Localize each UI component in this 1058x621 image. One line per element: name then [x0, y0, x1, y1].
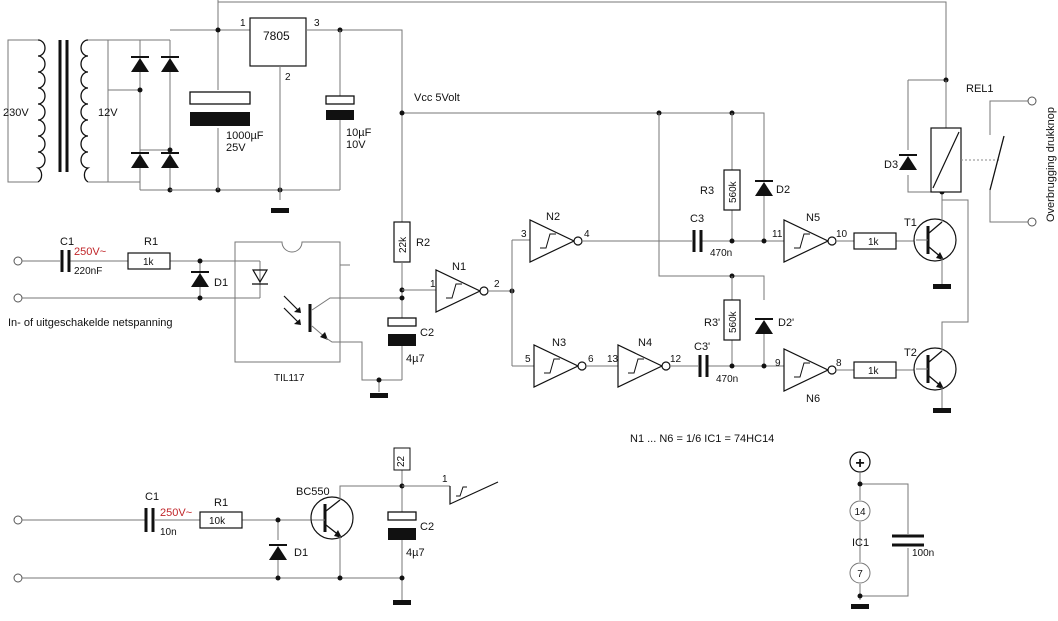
c3b-value: 470n: [716, 374, 738, 385]
regulator-7805: 7805 1 3 2: [240, 17, 403, 250]
input-note: In- of uitgeschakelde netspanning: [8, 317, 173, 329]
alt-r1-label: R1: [214, 497, 228, 509]
cap-reg-value: 10µF: [346, 127, 372, 139]
n3-label: N3: [552, 337, 566, 349]
gate-n4: N4 13 12: [607, 337, 784, 388]
opto-label: TIL117: [274, 373, 305, 384]
gate-n2: N2 3 4: [521, 211, 784, 263]
alt-transistor-label: BC550: [296, 486, 330, 498]
bridge-rectifier: [108, 39, 179, 193]
alt-c1-value: 10n: [160, 527, 177, 538]
n1-pin1: 1: [430, 279, 436, 290]
d1-label: D1: [214, 277, 228, 289]
input-section: C1 250V~ 220nF 1k R1 D1 In- of uitgescha…: [8, 236, 260, 329]
ic-power: + 14 IC1 7 100n: [849, 451, 934, 609]
secondary-label: 12V: [98, 107, 118, 119]
alt-input-section: C1 250V~ 10n 10k R1 D1 BC550 C2 4µ7 22: [13, 447, 499, 605]
regulator-pin2: 2: [285, 72, 291, 83]
alt-pin1: 1: [442, 474, 448, 485]
gate-n5: N5 11 10 1k: [772, 212, 916, 263]
c2-value: 4µ7: [406, 353, 425, 365]
c1-value: 220nF: [74, 266, 102, 277]
alt-r1-value: 10k: [209, 516, 226, 527]
n1-pin2: 2: [494, 279, 500, 290]
transistor-t2: T2: [904, 199, 969, 413]
transistor-t1: T1: [904, 192, 957, 289]
supply-rails: [170, 0, 947, 193]
ic-cap-value: 100n: [912, 548, 934, 559]
alt-c2-label: C2: [420, 521, 434, 533]
cap-main-voltage: 25V: [226, 142, 246, 154]
relay: D3 REL1 Overbrugging drukknop: [884, 77, 1057, 227]
r2-value: 22k: [398, 236, 409, 253]
n4-pin13: 13: [607, 354, 619, 365]
gate-note: N1 ... N6 = 1/6 IC1 = 74HC14: [630, 433, 774, 445]
n4-label: N4: [638, 337, 652, 349]
d3-label: D3: [884, 159, 898, 171]
regulator-label: 7805: [263, 29, 290, 43]
gate-n6: N6 9 8 1k: [775, 348, 916, 405]
rt2-value: 1k: [868, 366, 880, 377]
regulator-capacitor: 10µF 10V: [325, 30, 372, 190]
gate-n3: N3 5 6: [525, 337, 618, 388]
relay-label: REL1: [966, 83, 994, 95]
ic-pin14: 14: [854, 507, 866, 518]
n6-pin8: 8: [836, 358, 842, 369]
n2-pin3: 3: [521, 229, 527, 240]
cap-reg-voltage: 10V: [346, 139, 366, 151]
d2-label: D2: [776, 184, 790, 196]
regulator-pin1: 1: [240, 18, 246, 29]
n5-pin11: 11: [772, 229, 783, 240]
c3-label: C3: [690, 213, 704, 225]
ic-pin7: 7: [857, 569, 863, 580]
r3-label: R3: [700, 185, 714, 197]
c2-label: C2: [420, 327, 434, 339]
r3b-label: R3': [704, 317, 720, 329]
gate-n1: N1 1 2: [430, 239, 534, 367]
t2-label: T2: [904, 347, 917, 359]
alt-r-value: 22: [396, 455, 407, 467]
transformer: 230V 12V: [3, 39, 118, 183]
optocoupler: TIL117: [234, 241, 402, 384]
n6-pin9: 9: [775, 358, 781, 369]
n4-pin12: 12: [670, 354, 682, 365]
n1-label: N1: [452, 261, 466, 273]
alt-c2-value: 4µ7: [406, 547, 425, 559]
d2b-label: D2': [778, 317, 794, 329]
c3-value: 470n: [710, 248, 732, 259]
c1-voltage: 250V~: [74, 246, 106, 258]
r3-value: 560k: [728, 180, 739, 203]
alt-c1-voltage: 250V~: [160, 507, 192, 519]
n2-pin4: 4: [584, 229, 590, 240]
r3b-value: 560k: [728, 310, 739, 333]
vcc-rail: Vcc 5Volt: [399, 92, 765, 180]
ic-plus-sign: +: [855, 455, 864, 472]
c3-coupling: C3 470n C3' 470n: [690, 213, 738, 385]
vcc-label: Vcc 5Volt: [414, 92, 460, 104]
cap-main-value: 1000µF: [226, 130, 264, 142]
t1-label: T1: [904, 217, 917, 229]
bypass-label: Overbrugging drukknop: [1045, 107, 1057, 222]
n6-label: N6: [806, 393, 820, 405]
r3-d2-network: 560k R3 D2 560k R3' D2': [658, 113, 794, 369]
regulator-pin3: 3: [314, 18, 320, 29]
n3-pin5: 5: [525, 354, 531, 365]
n2-label: N2: [546, 211, 560, 223]
c1-label: C1: [60, 236, 74, 248]
alt-d1-label: D1: [294, 547, 308, 559]
r2-c2-network: 22k R2 C2 4µ7: [370, 221, 436, 398]
alt-c1-label: C1: [145, 491, 159, 503]
n5-label: N5: [806, 212, 820, 224]
r1-value: 1k: [143, 257, 155, 268]
main-capacitor: 1000µF 25V: [189, 91, 264, 154]
ic-name: IC1: [852, 537, 869, 549]
n5-pin10: 10: [836, 229, 848, 240]
n3-pin6: 6: [588, 354, 594, 365]
mains-label: 230V: [3, 107, 29, 119]
rt1-value: 1k: [868, 237, 880, 248]
c3b-label: C3': [694, 341, 710, 353]
r1-label: R1: [144, 236, 158, 248]
r2-label: R2: [416, 237, 430, 249]
